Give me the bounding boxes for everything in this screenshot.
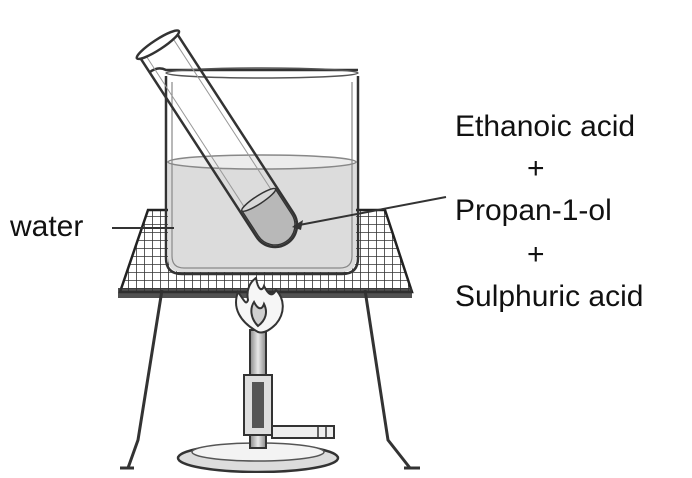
label-sulphuric-acid: Sulphuric acid (455, 280, 644, 313)
pointer-mixture (293, 196, 447, 227)
label-propan-1-ol: Propan-1-ol (455, 194, 612, 227)
tube-mouth (135, 29, 181, 61)
label-pointers (112, 196, 447, 230)
flame (235, 276, 284, 334)
bunsen-burner (176, 329, 340, 474)
label-water: water (10, 210, 84, 243)
tripod-leg-right (363, 289, 412, 469)
gas-inlet (271, 425, 335, 439)
test-tube (135, 29, 299, 249)
label-ethanoic-acid: Ethanoic acid (455, 110, 636, 143)
label-plus-2: + (527, 238, 545, 271)
beaker (149, 67, 360, 276)
tripod-leg-left (126, 289, 164, 469)
label-plus-1: + (527, 152, 545, 185)
tripod-stand (120, 289, 420, 470)
